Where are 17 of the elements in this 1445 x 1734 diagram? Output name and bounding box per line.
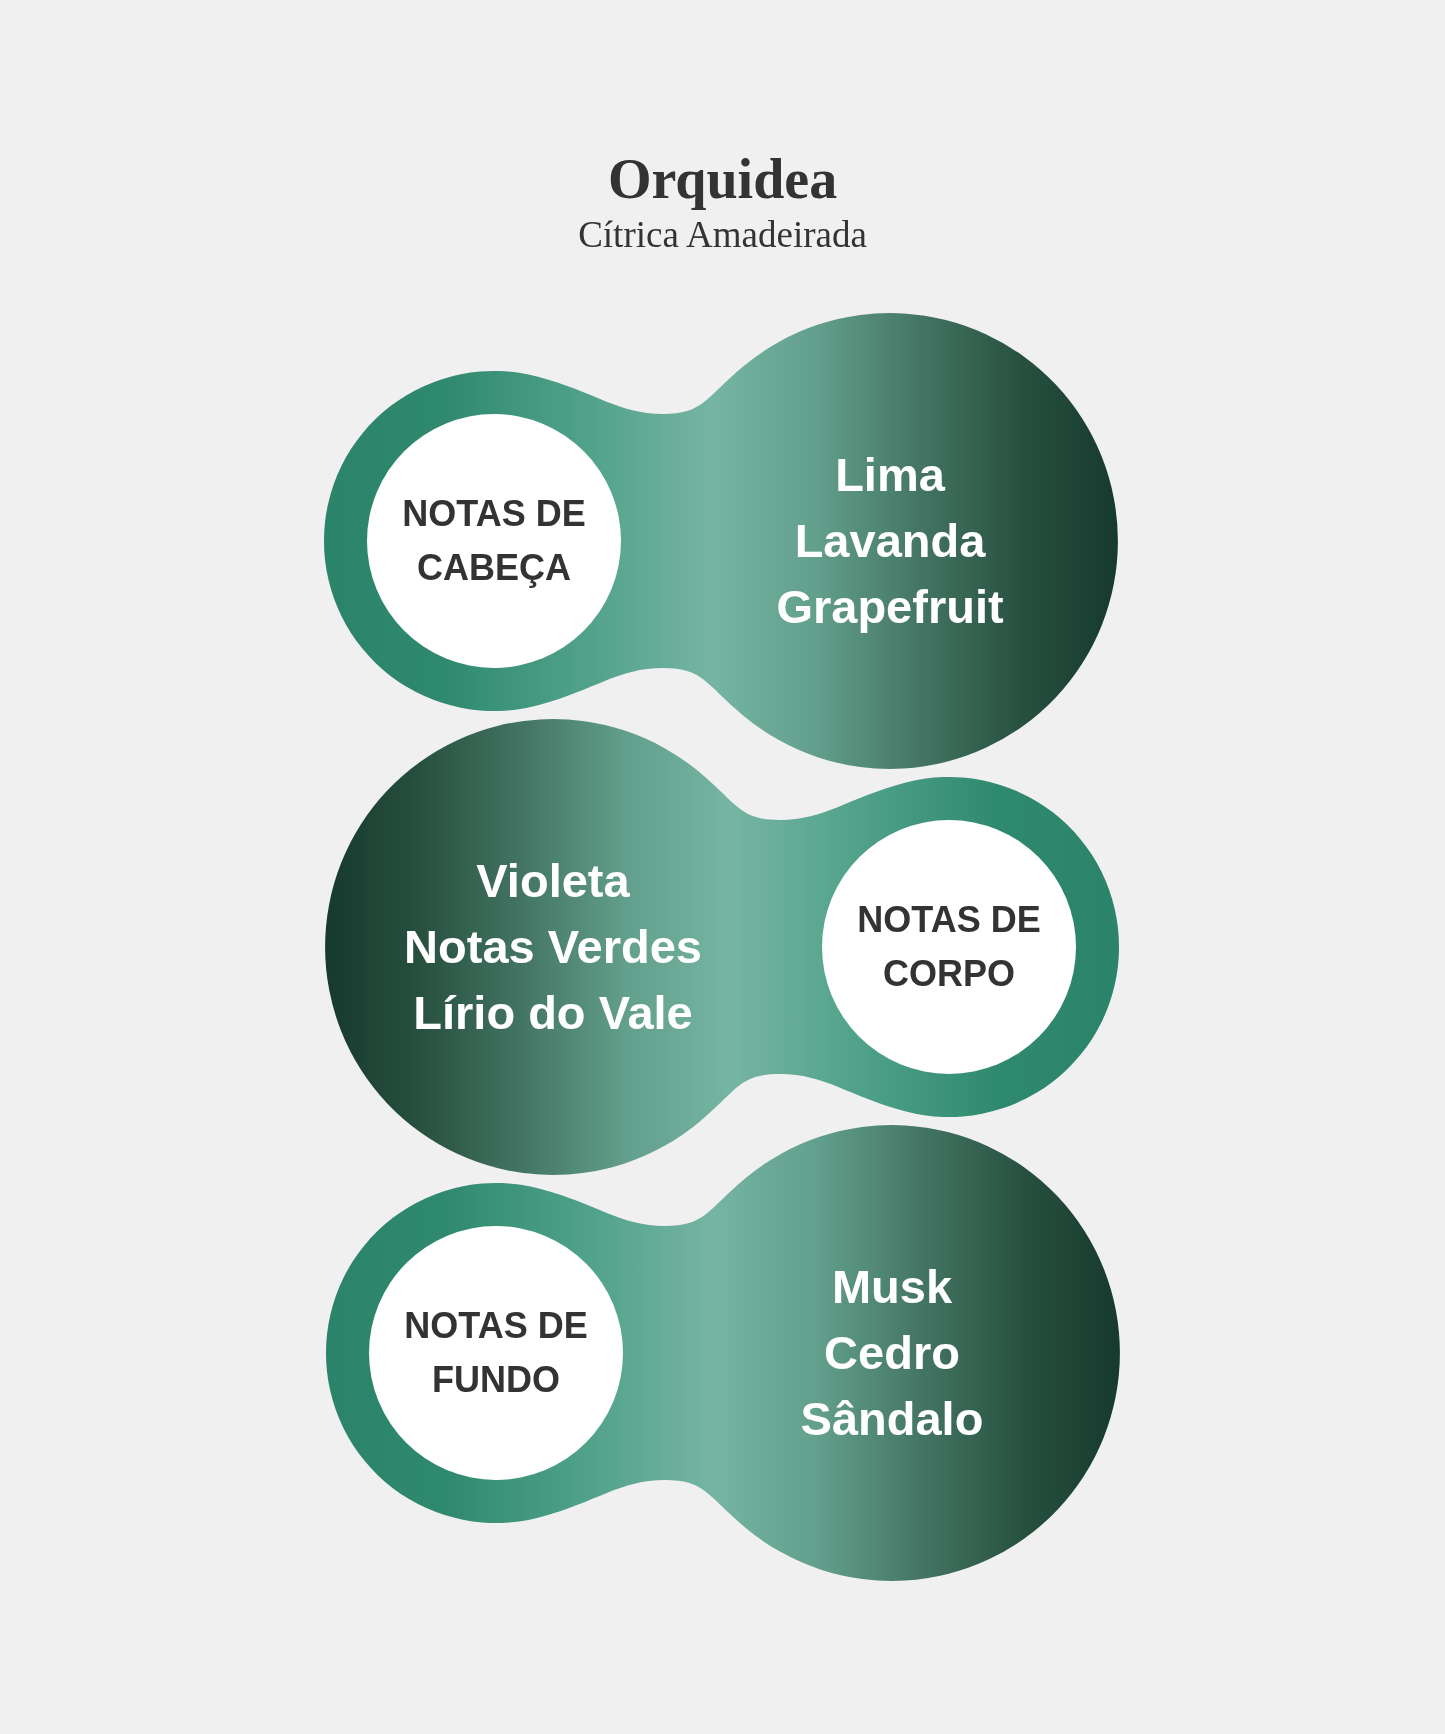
note-item: Musk [831, 1259, 953, 1315]
note-item: Notas Verdes [404, 919, 702, 975]
note-item: Lima [835, 447, 945, 503]
note-item: Grapefruit [776, 579, 1004, 635]
note-item: Violeta [476, 853, 630, 909]
notes-band [324, 313, 1118, 769]
notes-band [325, 719, 1119, 1175]
note-item: Sândalo [800, 1391, 984, 1447]
section-heading: NOTAS DE CORPO [856, 898, 1042, 996]
notes-band [326, 1125, 1120, 1581]
subtitle: Cítrica Amadeirada [578, 213, 867, 257]
section-heading: NOTAS DE FUNDO [403, 1304, 589, 1402]
section-heading: NOTAS DE CABEÇA [401, 492, 587, 590]
note-item: Lavanda [794, 513, 986, 569]
note-item: Cedro [824, 1325, 960, 1381]
note-item: Lírio do Vale [413, 985, 693, 1041]
diagram-title: Orquidea [607, 147, 838, 211]
